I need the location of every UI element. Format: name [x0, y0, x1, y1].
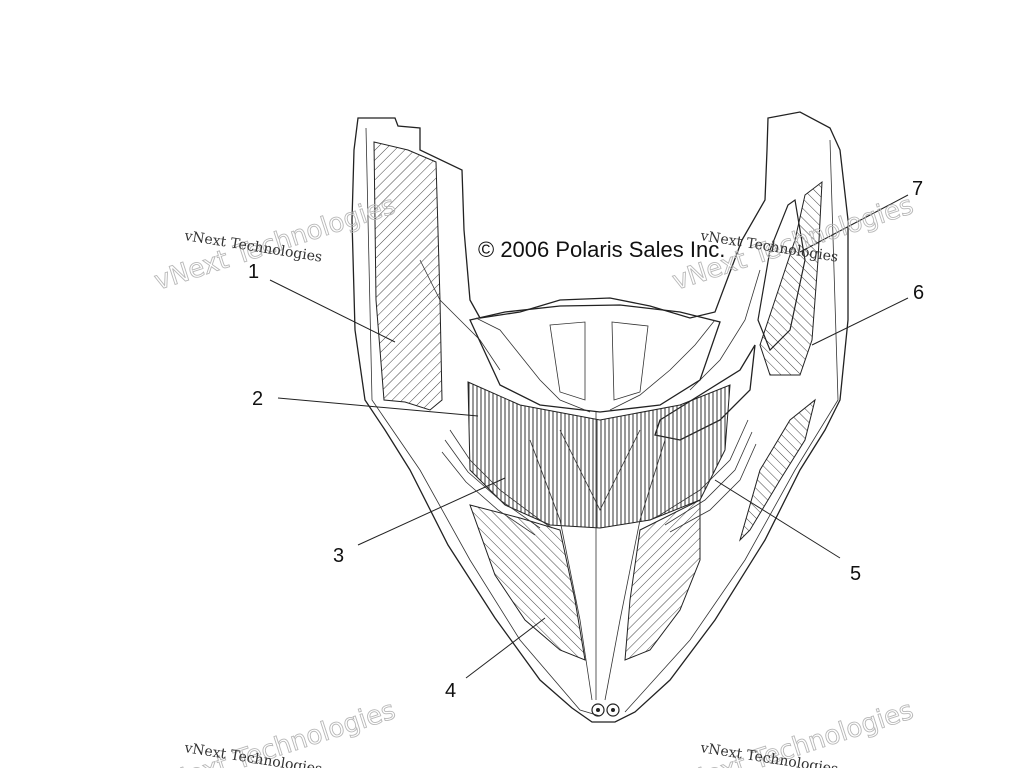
nose-fasteners — [591, 703, 620, 717]
copyright-notice: © 2006 Polaris Sales Inc. — [478, 237, 725, 262]
callout-7: 7 — [912, 178, 923, 200]
decal-3-left-stripe — [441, 429, 553, 536]
callout-1: 1 — [248, 261, 259, 283]
decal-1-left-side — [373, 141, 443, 411]
watermark-bottom-right: vNext Technologies vNext Technologies — [668, 695, 917, 768]
hood-crease-lines — [529, 412, 666, 701]
decal-4-lower-left — [469, 504, 586, 661]
decal-5-right-stripe — [649, 419, 757, 533]
callout-6: 6 — [913, 282, 924, 304]
decal-6-right-side — [759, 180, 823, 376]
decal-4-lower-right — [624, 499, 701, 661]
callout-4: 4 — [445, 680, 456, 702]
decal-7-oval — [757, 198, 806, 352]
callout-3: 3 — [333, 545, 344, 567]
callout-5: 5 — [850, 563, 861, 585]
watermark-top-left: vNext Technologies vNext Technologies — [150, 190, 399, 297]
decal-6-lower-right — [738, 398, 816, 542]
leader-lines — [269, 194, 909, 679]
watermark-bottom-left: vNext Technologies vNext Technologies — [150, 695, 399, 768]
callout-2: 2 — [252, 388, 263, 410]
